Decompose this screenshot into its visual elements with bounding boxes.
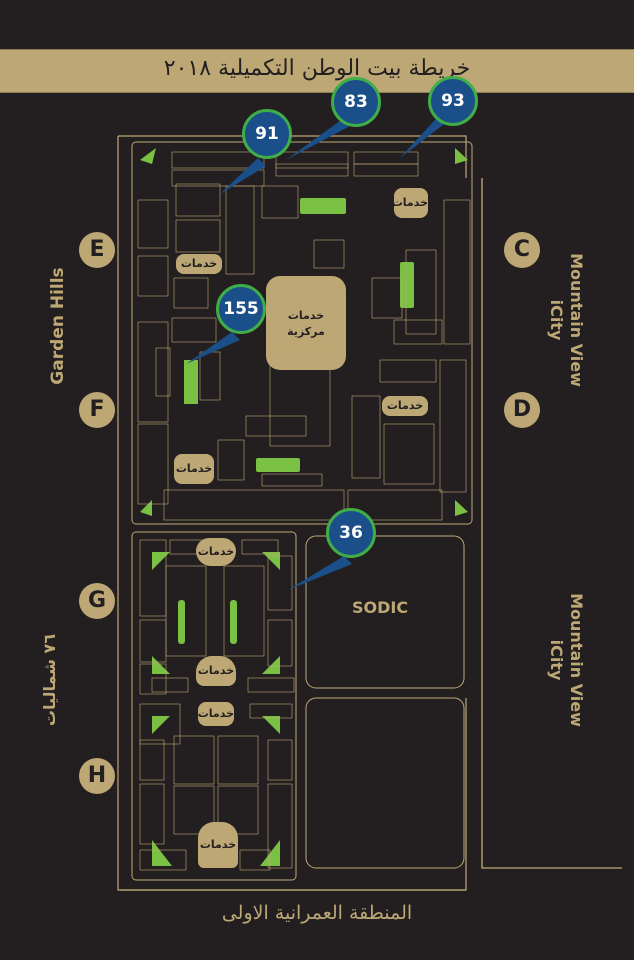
plot-pin-36[interactable]: 36 — [326, 508, 376, 558]
icity-text: iCity — [547, 639, 566, 681]
central-services-line-1: خدمات — [287, 309, 325, 322]
zone-f-marker[interactable]: F — [79, 392, 115, 428]
zone-e-marker[interactable]: E — [79, 232, 115, 268]
mountain-view-icity-bottom-label: Mountain View iCity — [546, 590, 586, 730]
plot-pin-93[interactable]: 93 — [428, 76, 478, 126]
icity-text: iCity — [547, 299, 566, 341]
central-services-label: خدمات مركزية — [266, 308, 346, 340]
title-banner: خريطة بيت الوطن التكميلية ٢٠١٨ — [0, 49, 634, 93]
zone-d-marker[interactable]: D — [504, 392, 540, 428]
south-block — [131, 531, 297, 881]
services-plot: خدمات — [382, 396, 428, 416]
empty-plot — [305, 697, 465, 869]
mountain-view-icity-top-label: Mountain View iCity — [546, 250, 586, 390]
services-plot: خدمات — [198, 822, 238, 868]
outer-boundary — [118, 135, 622, 869]
sodic-plot — [305, 535, 465, 689]
zone-g-marker[interactable]: G — [79, 583, 115, 619]
services-plot: خدمات — [174, 454, 214, 484]
mountain-view-text: Mountain View — [567, 593, 586, 727]
plot-pin-91[interactable]: 91 — [242, 109, 292, 159]
zone-c-marker[interactable]: C — [504, 232, 540, 268]
plot-grid — [137, 151, 471, 871]
zone-h-marker[interactable]: H — [79, 758, 115, 794]
central-services-line-2: مركزية — [287, 325, 325, 338]
shamaliyat-label: ٧٦ شماليات — [40, 633, 59, 727]
sodic-label: SODIC — [352, 598, 409, 617]
plot-pin-83[interactable]: 83 — [331, 77, 381, 127]
mountain-view-text: Mountain View — [567, 253, 586, 387]
services-plot: خدمات — [196, 538, 236, 566]
green-areas — [140, 148, 468, 866]
bottom-title: المنطقة العمرانية الاولى — [221, 902, 413, 924]
services-plot: خدمات — [392, 188, 428, 218]
outer-boundary-lower — [117, 136, 483, 891]
north-block — [131, 141, 473, 525]
services-plot: خدمات — [196, 656, 236, 686]
map-title: خريطة بيت الوطن التكميلية ٢٠١٨ — [163, 56, 471, 81]
services-plot: خدمات — [176, 254, 222, 274]
central-services-plot — [266, 276, 346, 370]
garden-hills-label: Garden Hills — [48, 267, 68, 385]
plot-pin-155[interactable]: 155 — [216, 284, 266, 334]
services-plot: خدمات — [198, 702, 234, 726]
